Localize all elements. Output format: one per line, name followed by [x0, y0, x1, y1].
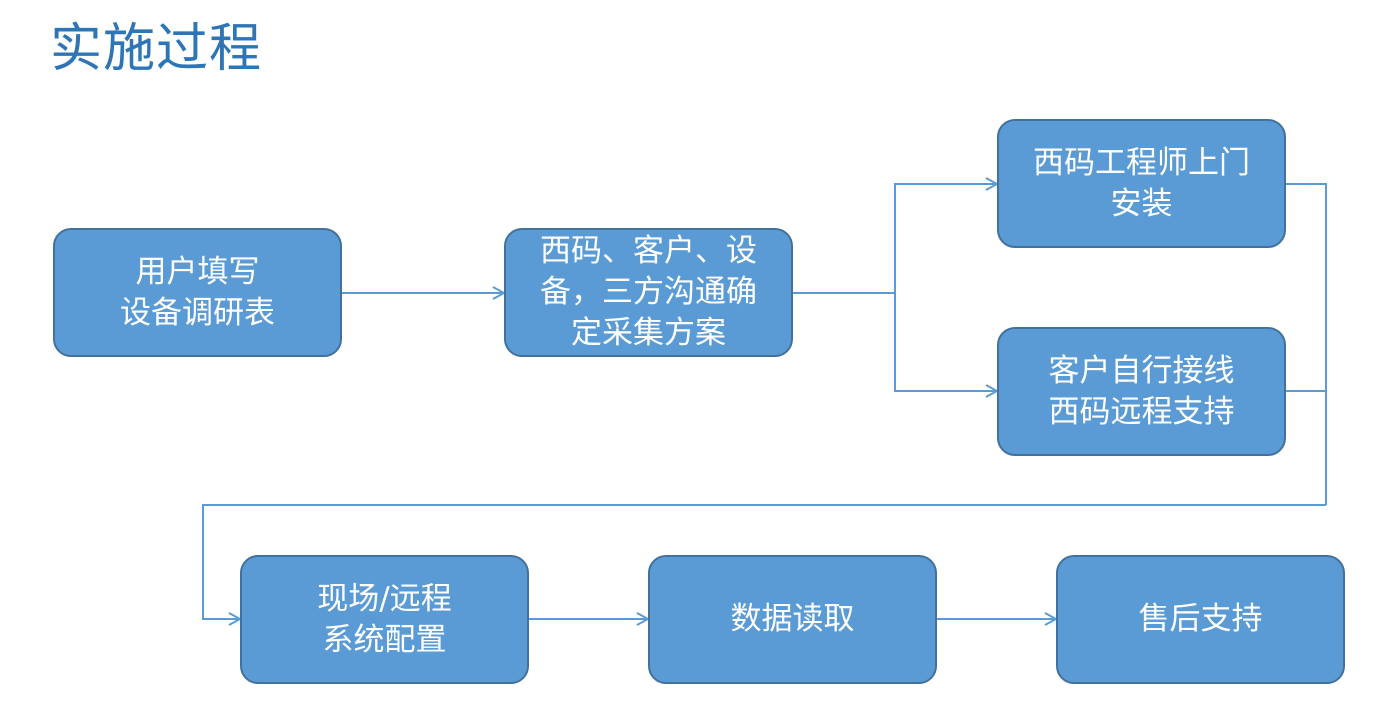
connector-return-to-config: [202, 504, 1326, 619]
connector-plan-branch: [793, 184, 997, 294]
node-data-read-label: 数据读取: [730, 601, 855, 638]
node-config: 现场/远程 系统配置: [240, 555, 529, 684]
node-after-sales-label: 售后支持: [1138, 601, 1263, 638]
connector-install-merge: [1286, 183, 1327, 505]
node-plan: 西码、客户、设 备，三方沟通确 定采集方案: [504, 228, 793, 357]
node-remote-wiring-label: 客户自行接线 西码远程支持: [1048, 352, 1235, 430]
node-onsite-install-label: 西码工程师上门 安装: [1033, 144, 1250, 222]
node-onsite-install: 西码工程师上门 安装: [997, 119, 1286, 248]
node-after-sales: 售后支持: [1056, 555, 1345, 684]
connector-plan-to-remote: [894, 293, 997, 391]
node-survey-label: 用户填写 设备调研表: [120, 253, 275, 331]
node-data-read: 数据读取: [648, 555, 937, 684]
node-plan-label: 西码、客户、设 备，三方沟通确 定采集方案: [540, 233, 757, 351]
node-config-label: 现场/远程 系统配置: [317, 580, 452, 658]
node-remote-wiring: 客户自行接线 西码远程支持: [997, 327, 1286, 456]
page-title: 实施过程: [50, 19, 263, 79]
node-survey: 用户填写 设备调研表: [53, 228, 342, 357]
